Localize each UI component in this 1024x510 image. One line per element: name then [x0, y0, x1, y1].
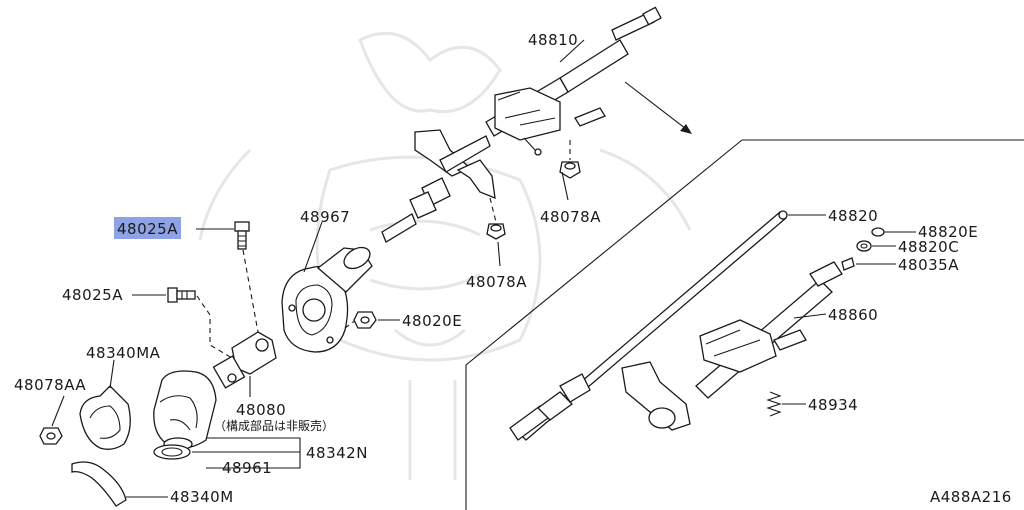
label-48820E[interactable]: 48820E — [918, 223, 978, 241]
label-48810[interactable]: 48810 — [528, 31, 578, 49]
diagram-code: A488A216 — [930, 488, 1012, 506]
leader-lines — [51, 39, 916, 498]
bolt-48025A-mid — [167, 287, 233, 359]
label-48820[interactable]: 48820 — [828, 207, 878, 225]
label-48080[interactable]: 48080 — [236, 401, 286, 419]
label-48934[interactable]: 48934 — [808, 396, 858, 414]
panel-left-edge — [465, 139, 743, 510]
washers-48820 — [841, 227, 885, 271]
highlight-48025A — [114, 217, 181, 239]
label-48078A-top[interactable]: 48078A — [540, 208, 601, 226]
universal-joint-48080 — [212, 331, 277, 397]
label-note: （構成部品は非販売） — [214, 418, 334, 433]
bolt-48025A-top — [234, 221, 259, 333]
label-48961[interactable]: 48961 — [222, 459, 272, 477]
nut-48078A-mid — [486, 197, 506, 240]
column-48860 — [621, 261, 843, 431]
seal-48340M — [71, 461, 127, 507]
label-48820C[interactable]: 48820C — [898, 238, 959, 256]
label-48035A[interactable]: 48035A — [898, 256, 959, 274]
boot-48340MA — [79, 385, 131, 450]
label-48342N[interactable]: 48342N — [306, 444, 368, 462]
spring-48934 — [766, 391, 782, 417]
label-48020E[interactable]: 48020E — [402, 312, 462, 330]
label-48967[interactable]: 48967 — [300, 208, 350, 226]
nut-48078A-top — [559, 140, 581, 179]
label-48078A-mid[interactable]: 48078A — [466, 273, 527, 291]
dust-cover-48967 — [281, 246, 373, 353]
seal-48961 — [153, 444, 191, 460]
label-48025A-top[interactable]: 48025A — [117, 220, 178, 238]
shaft-48820 — [509, 210, 788, 441]
nut-48020E — [344, 311, 377, 329]
direction-arrow — [624, 81, 692, 134]
label-48078AA[interactable]: 48078AA — [14, 376, 86, 394]
nut-48078AA — [39, 427, 63, 445]
label-48340M[interactable]: 48340M — [170, 488, 234, 506]
steering-column-upper — [381, 6, 662, 243]
label-48860[interactable]: 48860 — [828, 306, 878, 324]
label-48025A-mid[interactable]: 48025A — [62, 286, 123, 304]
label-48340MA[interactable]: 48340MA — [86, 344, 161, 362]
